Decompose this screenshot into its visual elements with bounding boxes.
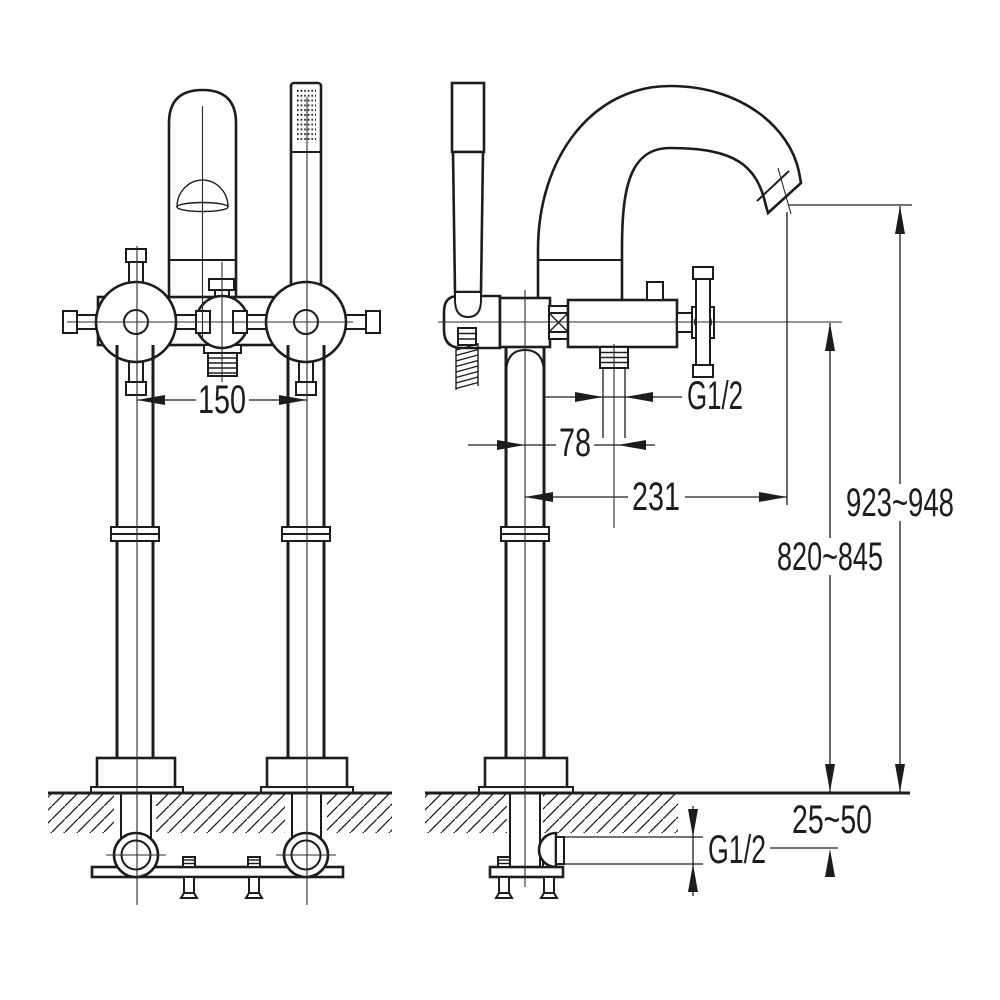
side-underfloor: [488, 793, 565, 899]
dim-outlet-offset-label: 78: [559, 421, 591, 465]
shower-hose-coil: [455, 343, 479, 390]
dim-floor-inlet-thread-label: G1/2: [708, 828, 766, 872]
mounting-bolt: [244, 856, 264, 899]
side-view: [425, 81, 910, 899]
side-spout: [536, 84, 803, 314]
mounting-bolt: [179, 856, 199, 899]
floor-flange: [483, 756, 569, 790]
dim-floor-depth-label: 25~50: [792, 798, 872, 842]
dimensions: 150 G1/2 78 231: [137, 204, 958, 896]
dimension-floor-depth: 25~50: [770, 798, 872, 877]
front-view: [48, 81, 392, 899]
dim-spout-height-label: 923~948: [846, 481, 954, 525]
front-floor: [48, 791, 392, 833]
dim-spout-reach-label: 231: [632, 475, 680, 519]
dimension-outlet-thread: G1/2: [545, 368, 743, 438]
inlet-elbow: [537, 831, 558, 869]
dim-valve-height-label: 820~845: [777, 535, 883, 579]
front-hand-shower: [284, 81, 328, 314]
side-floor: [425, 791, 910, 833]
dimension-spout-reach: 231: [525, 212, 788, 519]
dim-inlet-spacing-label: 150: [198, 378, 246, 422]
dimension-outlet-offset: 78: [468, 421, 655, 465]
dimension-floor-inlet-thread: G1/2: [558, 806, 766, 896]
dimension-inlet-spacing: 150: [137, 378, 307, 422]
dimension-valve-height: 820~845: [774, 323, 886, 792]
mounting-plate: [488, 865, 565, 879]
floor-flange: [95, 756, 177, 790]
dim-outlet-thread-label: G1/2: [687, 374, 743, 418]
side-hand-shower: [442, 81, 502, 390]
mounting-plate: [90, 865, 345, 879]
dimension-spout-height: 923~948: [789, 204, 958, 792]
side-riser-pipe: [478, 347, 574, 794]
mounting-bolt: [494, 856, 514, 899]
